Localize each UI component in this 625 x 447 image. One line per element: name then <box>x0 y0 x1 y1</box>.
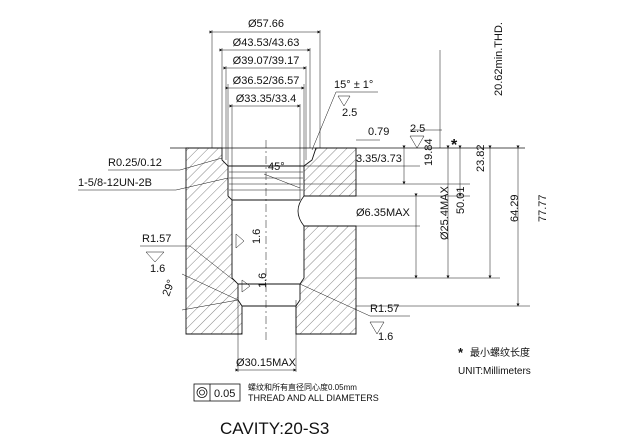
cavity-title: CAVITY:20-S3 <box>220 419 329 438</box>
diameter-dims: Ø57.66 Ø43.53/43.63 Ø39.07/39.17 Ø36.52/… <box>209 18 321 372</box>
dim-7777: 77.77 <box>537 194 549 222</box>
radius-right: R1.57 <box>370 303 399 315</box>
radius-left: R1.57 <box>142 233 171 245</box>
radius-r025: R0.25/0.12 <box>108 157 162 169</box>
dim-d30: Ø30.15MAX <box>236 357 297 369</box>
notes: * 最小螺纹长度 UNIT:Millimeters 0.05 螺纹和所有直径同心… <box>193 345 531 438</box>
section-body <box>185 147 357 335</box>
dim-d43: Ø43.53/43.63 <box>233 37 300 49</box>
dim-d57: Ø57.66 <box>248 18 284 30</box>
finish-top: 2.5 <box>342 107 357 119</box>
concentricity-cn: 螺纹和所有直径同心度0.05mm <box>248 382 357 392</box>
finish-bore: 1.6 <box>251 229 263 244</box>
dim-1984: 19.84 <box>423 138 435 166</box>
chamfer-annotation: 15° ± 1° 2.5 <box>311 79 378 151</box>
unit-note: UNIT:Millimeters <box>458 366 531 377</box>
dim-d635: Ø6.35MAX <box>356 207 410 219</box>
left-labels: R0.25/0.12 1-5/8-12UN-2B R1.57 1.6 29° <box>78 157 239 311</box>
chamfer-angle: 15° ± 1° <box>334 79 373 91</box>
left-hatch <box>185 147 243 335</box>
thread-min-note: 最小螺纹长度 <box>470 346 530 359</box>
finish-right-radius: 1.6 <box>378 331 393 343</box>
thread-spec: 1-5/8-12UN-2B <box>78 177 152 189</box>
dim-d33: Ø33.35/33.4 <box>236 93 297 105</box>
finish-lower-bore: 1.6 <box>257 273 269 288</box>
dim-335: 3.35/3.73 <box>356 153 402 165</box>
finish-left-radius: 1.6 <box>150 263 165 275</box>
right-hatch-upper <box>303 147 357 197</box>
depth-dims: 3.35/3.73 19.84 23.82 Ø25.4MAX 50.01 64.… <box>304 22 549 307</box>
concentricity-value: 0.05 <box>214 388 235 400</box>
cross-hole <box>304 195 356 227</box>
dim-6429: 64.29 <box>509 194 521 222</box>
concentricity-en: THREAD AND ALL DIAMETERS <box>248 393 379 403</box>
bore-outline <box>170 140 525 340</box>
finish-right-top: 2.5 <box>410 123 425 135</box>
angle-bottom: 29° <box>161 278 178 298</box>
dim-thd: 20.62min.THD. <box>493 22 505 96</box>
thd-star: * <box>451 137 458 154</box>
dim-5001: 50.01 <box>455 186 467 214</box>
dim-d36: Ø36.52/36.57 <box>233 75 300 87</box>
bore-finishes: 1.6 1.6 <box>235 229 269 293</box>
right-hatch-lower <box>295 225 357 335</box>
dim-2382: 23.82 <box>475 144 487 172</box>
dim-079: 0.79 <box>368 126 389 138</box>
star-note-symbol: * <box>458 345 464 360</box>
upper-right-dims: 0.79 2.5 <box>356 123 442 149</box>
dim-d254: Ø25.4MAX <box>439 186 451 240</box>
angle-entry: 45° <box>268 161 285 173</box>
entry-annotation: 45° <box>263 161 301 189</box>
dim-d39: Ø39.07/39.17 <box>233 55 300 67</box>
extension-lines <box>211 30 321 372</box>
